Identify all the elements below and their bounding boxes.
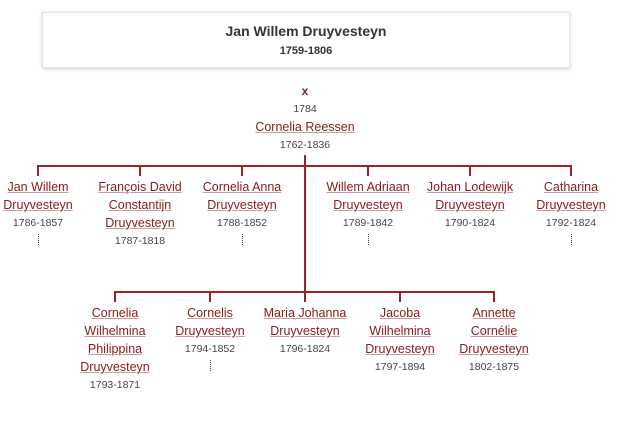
root-person-name: Jan Willem Druyvesteyn bbox=[225, 23, 387, 39]
spouse-dates: 1762-1836 bbox=[279, 139, 331, 151]
child-dates: 1796-1824 bbox=[279, 343, 331, 355]
child-name-link[interactable]: Willem Adriaan bbox=[326, 180, 410, 194]
child-name-link[interactable]: Johan Lodewijk bbox=[426, 180, 514, 194]
child-name-link[interactable]: Druyvesteyn bbox=[80, 360, 150, 374]
child-connector bbox=[209, 291, 211, 302]
row1-connector bbox=[38, 165, 572, 167]
child-connector bbox=[367, 165, 369, 176]
child-dates: 1790-1824 bbox=[444, 217, 496, 229]
child-name-link[interactable]: Cornelis bbox=[187, 306, 233, 320]
expand-descendants-line[interactable] bbox=[37, 234, 39, 245]
child-name-link[interactable]: Druyvesteyn bbox=[536, 198, 606, 212]
child-dates: 1786-1857 bbox=[12, 217, 64, 229]
marriage-symbol: x bbox=[301, 84, 309, 98]
child-name-link[interactable]: François David bbox=[98, 180, 182, 194]
child-dates: 1794-1852 bbox=[184, 343, 236, 355]
expand-descendants-line[interactable] bbox=[241, 234, 243, 245]
child-connector bbox=[304, 291, 306, 302]
child-name-link[interactable]: Jacoba bbox=[379, 306, 421, 320]
child-name-link[interactable]: Druyvesteyn bbox=[270, 324, 340, 338]
child-dates: 1792-1824 bbox=[545, 217, 597, 229]
spouse-link[interactable]: Cornelia Reessen bbox=[255, 120, 355, 134]
child-dates: 1789-1842 bbox=[342, 217, 394, 229]
child-dates: 1788-1852 bbox=[216, 217, 268, 229]
expand-descendants-line[interactable] bbox=[209, 360, 211, 371]
child-dates: 1802-1875 bbox=[468, 361, 520, 373]
child-name-link[interactable]: Cornelia bbox=[91, 306, 139, 320]
child-name-link[interactable]: Druyvesteyn bbox=[365, 342, 435, 356]
child-dates: 1797-1894 bbox=[374, 361, 426, 373]
child-connector bbox=[469, 165, 471, 176]
child-name-link[interactable]: Cornelia Anna bbox=[202, 180, 282, 194]
child-connector bbox=[114, 291, 116, 302]
child-name-link[interactable]: Druyvesteyn bbox=[105, 216, 175, 230]
root-person-card: Jan Willem Druyvesteyn 1759-1806 bbox=[42, 12, 570, 68]
marriage-year: 1784 bbox=[293, 103, 317, 115]
child-dates: 1793-1871 bbox=[89, 379, 141, 391]
child-connector bbox=[493, 291, 495, 302]
child-connector bbox=[241, 165, 243, 176]
child-connector bbox=[570, 165, 572, 176]
expand-descendants-line[interactable] bbox=[570, 234, 572, 245]
spouse-block: x 1784 Cornelia Reessen 1762-1836 bbox=[245, 82, 365, 154]
child-name-link[interactable]: Druyvesteyn bbox=[207, 198, 277, 212]
child-name-link[interactable]: Philippina bbox=[87, 342, 143, 356]
child-name-link[interactable]: Druyvesteyn bbox=[3, 198, 73, 212]
child-connector bbox=[139, 165, 141, 176]
child-name-link[interactable]: Wilhelmina bbox=[84, 324, 146, 338]
child-name-link[interactable]: Druyvesteyn bbox=[333, 198, 403, 212]
expand-descendants-line[interactable] bbox=[367, 234, 369, 245]
child-dates: 1787-1818 bbox=[114, 235, 166, 247]
child-name-link[interactable]: Annette bbox=[472, 306, 516, 320]
child-name-link[interactable]: Catharina bbox=[543, 180, 599, 194]
child-name-link[interactable]: Druyvesteyn bbox=[459, 342, 529, 356]
child-name-link[interactable]: Druyvesteyn bbox=[175, 324, 245, 338]
child-name-link[interactable]: Constantijn bbox=[108, 198, 172, 212]
child-connector bbox=[37, 165, 39, 176]
trunk-line bbox=[304, 155, 306, 292]
root-person-dates: 1759-1806 bbox=[279, 45, 333, 57]
child-name-link[interactable]: Wilhelmina bbox=[369, 324, 431, 338]
child-name-link[interactable]: Cornélie bbox=[470, 324, 518, 338]
child-name-link[interactable]: Maria Johanna bbox=[263, 306, 347, 320]
child-name-link[interactable]: Jan Willem bbox=[7, 180, 69, 194]
child-connector bbox=[399, 291, 401, 302]
child-name-link[interactable]: Druyvesteyn bbox=[435, 198, 505, 212]
